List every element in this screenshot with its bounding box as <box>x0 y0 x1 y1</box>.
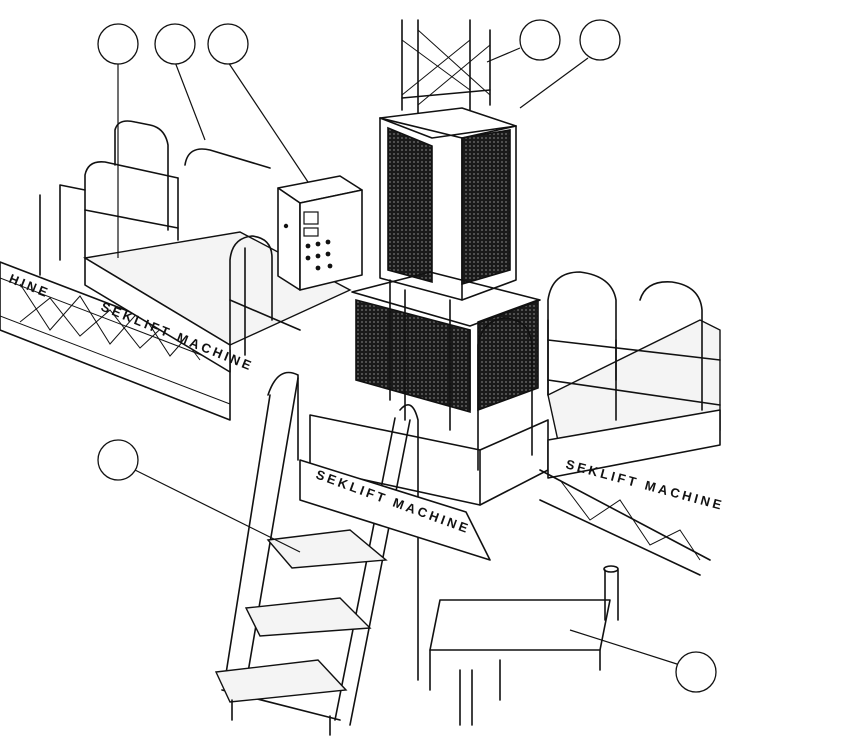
callout-circle-7 <box>675 651 717 693</box>
callout-circle-3 <box>207 23 249 65</box>
callout-circle-6 <box>97 439 139 481</box>
brand-text-right-truss: SEKLIFT MACHINE <box>564 456 726 513</box>
sign-panel <box>299 459 491 561</box>
motor-housing <box>379 107 517 301</box>
callout-circle-4 <box>519 19 561 61</box>
callout-circle-2 <box>154 23 196 65</box>
right-platform <box>539 271 721 576</box>
control-box <box>277 175 363 291</box>
callout-circle-5 <box>579 19 621 61</box>
brand-text-left-edge: HINE <box>7 271 53 301</box>
mast-section <box>401 19 491 116</box>
staircase <box>214 371 619 736</box>
cage <box>309 271 549 506</box>
callout-circle-1 <box>97 23 139 65</box>
callouts <box>97 19 717 693</box>
